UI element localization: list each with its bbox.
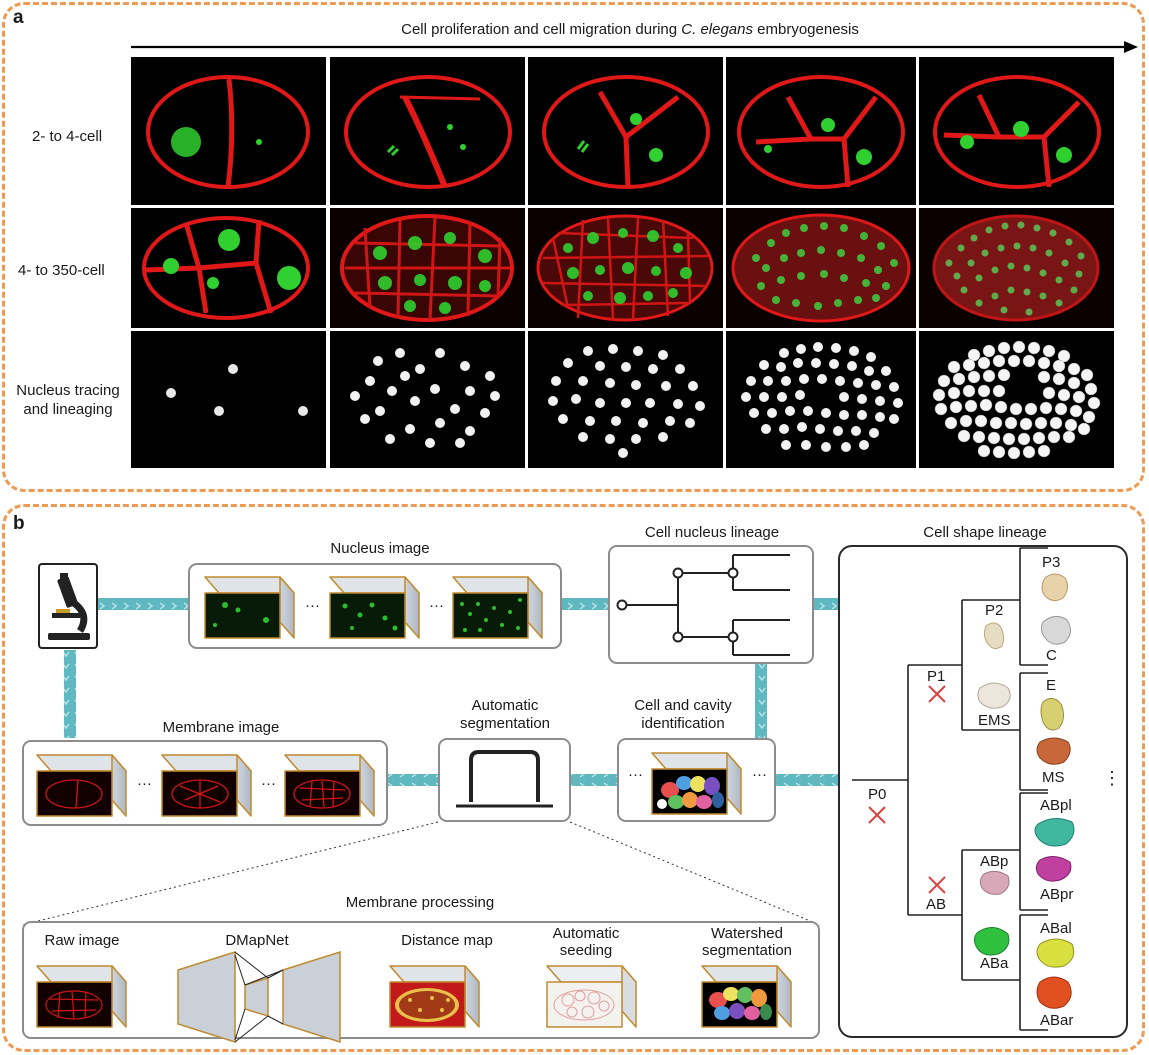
cell-label-P0: P0: [868, 786, 887, 803]
cell-label-P3: P3: [1042, 554, 1061, 571]
dmapnet-label: DMapNet: [225, 932, 289, 949]
lineage-vertical-ellipsis: ⋮: [1103, 768, 1121, 788]
cell-label-AB: AB: [926, 896, 947, 913]
auto-seg-title-2: segmentation: [459, 715, 551, 732]
cavity-title-1: Cell and cavity: [634, 697, 732, 714]
raw-image-label: Raw image: [44, 932, 120, 949]
embryo-tile-r1-c2: [330, 57, 525, 205]
auto-seg-title-1: Automatic: [471, 697, 539, 714]
cell-shape-P3: [1041, 573, 1069, 602]
cell-label-EMS: EMS: [978, 712, 1011, 729]
nucleus-tile-c5: [919, 331, 1114, 468]
cell-shape-P2: [983, 622, 1005, 650]
cell-shape-EMS: [977, 682, 1011, 709]
cell-label-P1: P1: [927, 668, 946, 685]
cell-label-ABpr: ABpr: [1040, 886, 1074, 903]
shape-lineage-title: Cell shape lineage: [923, 524, 1047, 541]
nucleus-image-title: Nucleus image: [330, 540, 430, 557]
panel-b-label: b: [13, 513, 25, 534]
nucleus-lineage-title: Cell nucleus lineage: [644, 524, 780, 541]
panel-a: [2, 2, 1145, 492]
embryo-tile-r1-c4: [726, 57, 916, 205]
nucleus-tile-c2: [330, 331, 525, 468]
membrane-ellipsis-2: ···: [261, 775, 276, 792]
cell-shape-ABpl: [1034, 818, 1075, 847]
time-arrow: [131, 41, 1138, 53]
cell-shape-ABal: [1036, 938, 1075, 968]
row-label-lineaging: and lineaging: [23, 401, 113, 418]
cell-label-ABpl: ABpl: [1040, 797, 1072, 814]
cell-label-MS: MS: [1042, 769, 1065, 786]
cavity-title-2: identification: [641, 715, 725, 732]
cell-shape-ABa: [973, 927, 1010, 956]
nucleus-tile-c4: [726, 331, 916, 468]
seeding-label-2: seeding: [559, 942, 613, 959]
shape-lineage-box: [838, 545, 1128, 1038]
cavity-ellipsis-left: ···: [628, 766, 643, 783]
membrane-image-title: Membrane image: [162, 719, 280, 736]
cell-shape-C: [1040, 616, 1071, 645]
cell-label-P2: P2: [985, 602, 1004, 619]
embryo-tile-r2-c2: [330, 208, 525, 328]
panel-a-title: Cell proliferation and cell migration du…: [401, 21, 859, 38]
nucleus-tile-c1: [131, 331, 326, 468]
nucleus-ellipsis-1: ···: [305, 597, 320, 614]
cell-shape-MS: [1036, 737, 1071, 765]
nucleus-tile-c3: [528, 331, 723, 468]
row-label-4-350-cell: 4- to 350-cell: [18, 262, 105, 279]
embryo-tile-r2-c3: [528, 208, 723, 328]
membrane-ellipsis-1: ···: [137, 775, 152, 792]
row-label-2-4-cell: 2- to 4-cell: [32, 128, 103, 145]
cell-label-E: E: [1046, 677, 1057, 694]
embryo-tile-r2-c4: [726, 208, 916, 328]
processing-title: Membrane processing: [345, 894, 495, 911]
watershed-label-2: segmentation: [701, 942, 793, 959]
embryo-tile-r2-c1: [131, 208, 326, 328]
embryo-tile-r2-c5: [919, 208, 1114, 328]
row-label-nucleus-tracing: Nucleus tracing: [16, 382, 120, 399]
seeding-label-1: Automatic: [552, 925, 620, 942]
nucleus-ellipsis-2: ···: [429, 597, 444, 614]
microscope-icon: [48, 573, 90, 640]
distance-map-label: Distance map: [401, 932, 493, 949]
watershed-label-1: Watershed: [711, 925, 783, 942]
cell-shape-ABp: [979, 870, 1010, 895]
cell-shape-ABpr: [1035, 856, 1072, 882]
cell-label-ABp: ABp: [980, 853, 1009, 870]
panel-b: [2, 504, 1145, 1052]
cavity-ellipsis-right: ···: [752, 766, 767, 783]
nucleus-lineage-tree: [616, 554, 790, 656]
cell-label-ABa: ABa: [980, 955, 1009, 972]
laptop-icon: [456, 750, 553, 808]
cell-shape-E: [1040, 698, 1065, 731]
cell-label-C: C: [1046, 647, 1057, 664]
cell-label-ABar: ABar: [1040, 1012, 1074, 1029]
embryo-tile-r1-c3: [528, 57, 723, 205]
embryo-tile-r1-c5: [919, 57, 1114, 205]
cell-shape-ABar: [1036, 976, 1072, 1009]
embryo-tile-r1-c1: [131, 57, 326, 205]
panel-a-label: a: [13, 7, 24, 28]
cell-label-ABal: ABal: [1040, 920, 1072, 937]
